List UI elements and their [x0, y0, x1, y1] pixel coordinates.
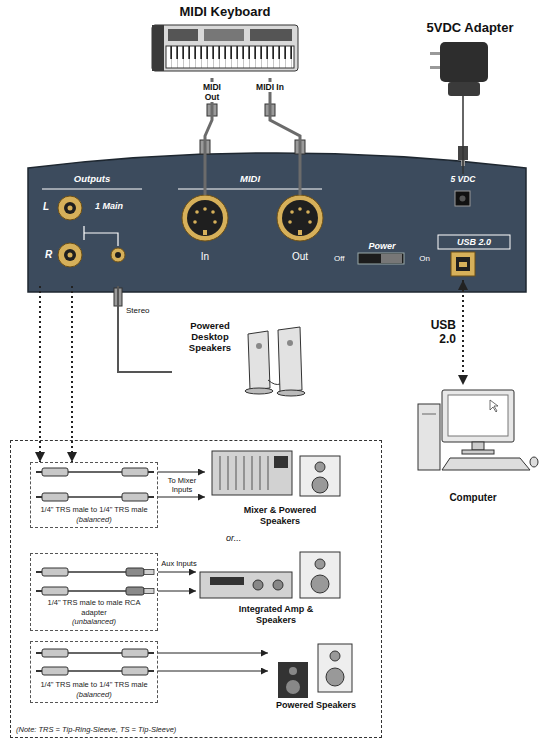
output-jack	[58, 243, 82, 267]
powered-speakers-drawing	[278, 644, 352, 698]
node-text: Powered Desktop Speakers	[174, 320, 246, 353]
node-text: Power	[334, 240, 430, 252]
midi-section: MIDI In Out	[170, 170, 330, 270]
mixer-drawing	[212, 451, 340, 496]
node-text: (balanced)	[76, 690, 111, 700]
midi-port	[182, 195, 228, 241]
node-text: MIDI	[240, 173, 260, 185]
node-text: Off	[334, 253, 345, 265]
midi-port	[277, 195, 323, 241]
usb-port: USB 2.0	[436, 234, 512, 280]
bracket	[84, 226, 118, 246]
connector	[39, 286, 41, 462]
node-text: MIDI Keyboard	[179, 4, 270, 20]
connector	[270, 78, 300, 195]
amp-speakers: Integrated Amp & Speakers	[196, 548, 356, 628]
node-text: Mixer & Powered Speakers	[228, 505, 332, 527]
cable-box: 1/4" TRS male to 1/4" TRS male(balanced)	[30, 641, 158, 703]
desktop-speakers: Powered Desktop Speakers	[172, 318, 307, 396]
node-text: 1/4" TRS male to 1/4" TRS male	[40, 680, 147, 690]
midi-out-port: Out	[276, 195, 324, 265]
node-text: 1/4" TRS male to 1/4" TRS male	[40, 505, 147, 515]
node-text: (balanced)	[76, 515, 111, 525]
connector	[462, 280, 464, 385]
connector	[158, 572, 196, 573]
computer-drawing	[418, 390, 538, 470]
connector	[158, 671, 268, 672]
cable-box: 1/4" TRS male to male RCA adapter(unbala…	[30, 553, 158, 631]
edge-label: Stereo	[126, 306, 162, 316]
channel-label: L	[43, 201, 49, 213]
keyboard-unit: MIDI Keyboard	[145, 4, 305, 78]
node-text: (Note: TRS = Tip-Ring-Sleeve, TS = Tip-S…	[16, 725, 176, 734]
node-text: On	[419, 253, 430, 265]
keyboard-drawing	[152, 25, 298, 71]
cable-box: 1/4" TRS male to 1/4" TRS male(balanced)	[30, 462, 158, 528]
connector	[158, 591, 196, 592]
node-text: Out	[292, 251, 308, 263]
node-text: In	[201, 251, 209, 263]
adapter-drawing	[430, 42, 488, 108]
power-switch-drawing	[358, 253, 404, 264]
node-text: USB 2.0	[457, 236, 491, 248]
edge-label: MIDI Out	[197, 82, 227, 102]
node-text: Computer	[449, 492, 496, 504]
edge-label: Aux Inputs	[159, 559, 199, 568]
node-text: Integrated Amp & Speakers	[221, 604, 331, 626]
output-jack	[58, 196, 82, 220]
channel-label: R	[45, 249, 52, 261]
edge-label: USB 2.0	[420, 318, 456, 346]
connector	[158, 472, 205, 473]
desktop-speakers-drawing	[245, 327, 305, 396]
main-jack	[111, 248, 125, 262]
node-text: Powered Speakers	[268, 700, 364, 711]
mixer-speakers: Mixer & Powered Speakers	[205, 447, 355, 529]
midi-in-port: In	[181, 195, 229, 265]
power-switch: PowerOff On	[332, 240, 432, 266]
connector	[158, 497, 205, 498]
connector	[71, 286, 73, 462]
node-text: (unbalanced)	[72, 617, 116, 627]
edge-label: To Mixer Inputs	[163, 477, 201, 494]
usb-port-drawing	[451, 252, 475, 276]
node-text: 5 VDC	[450, 174, 475, 185]
dc-jack	[455, 191, 470, 206]
power-adapter: 5VDC Adapter	[405, 20, 535, 108]
amp-drawing	[200, 552, 340, 598]
connector	[158, 653, 268, 654]
output-label: 1 Main	[95, 201, 123, 212]
connector	[462, 108, 464, 174]
node-text: Outputs	[74, 173, 110, 185]
rear-panel	[28, 153, 526, 292]
powered-speakers: Powered Speakers	[268, 642, 364, 714]
node-text: 5VDC Adapter	[427, 20, 514, 36]
edge-label: MIDI In	[256, 82, 284, 92]
dc-input: 5 VDC	[438, 174, 488, 210]
computer: Computer	[408, 385, 538, 507]
outputs-section: Outputs	[36, 170, 148, 286]
connector	[118, 286, 172, 372]
option-separator: or...	[226, 533, 241, 544]
node-text: 1/4" TRS male to male RCA adapter	[34, 598, 154, 617]
